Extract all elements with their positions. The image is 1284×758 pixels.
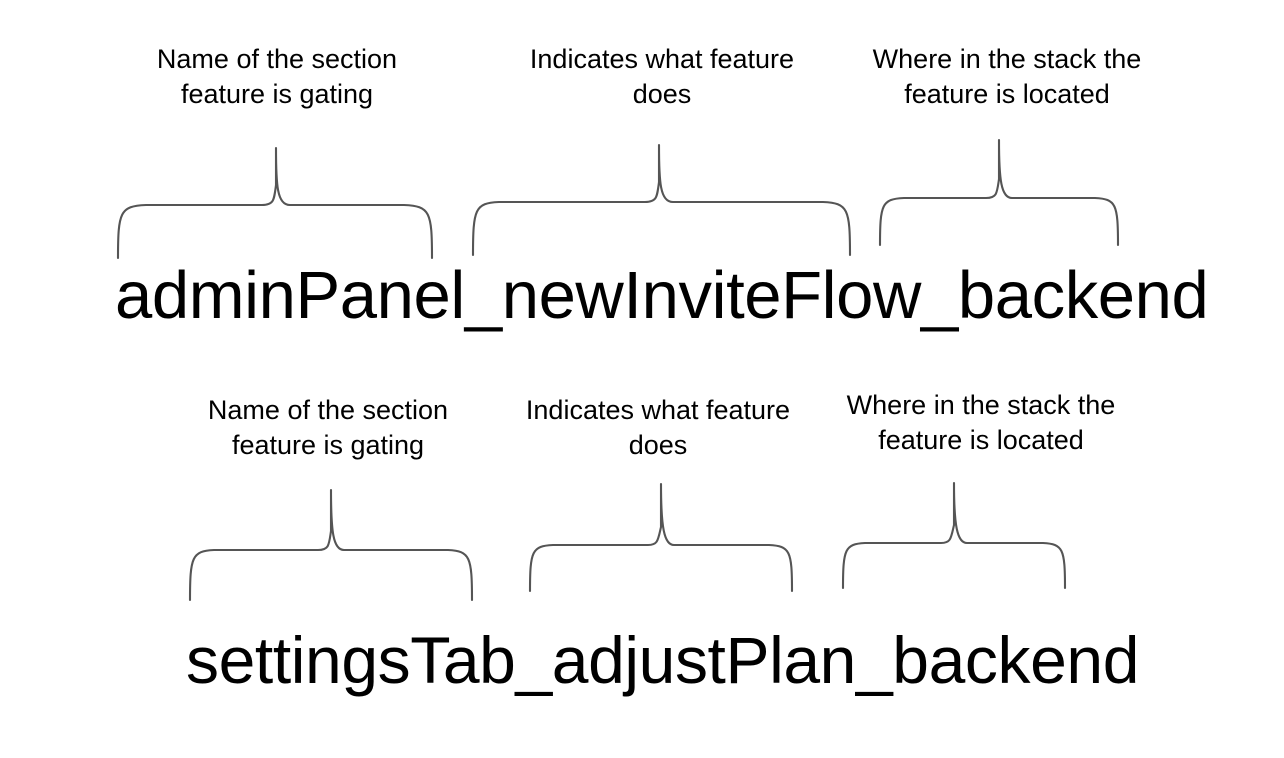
feature-flag-string-2: settingsTab_adjustPlan_backend xyxy=(186,623,1140,697)
segment-caption-feature-action: Indicates what feature does xyxy=(529,44,795,109)
curly-brace-row2-segment2 xyxy=(528,482,794,593)
curly-brace-row1-segment1 xyxy=(116,146,434,260)
curly-brace-row2-segment3 xyxy=(841,481,1067,590)
segment-caption-section-name: Name of the section feature is gating xyxy=(207,395,449,460)
segment-caption-stack-location: Where in the stack the feature is locate… xyxy=(846,390,1116,455)
segment-caption-section-name: Name of the section feature is gating xyxy=(156,44,398,109)
curly-brace-row1-segment2 xyxy=(471,143,852,257)
segment-caption-stack-location: Where in the stack the feature is locate… xyxy=(872,44,1142,109)
curly-brace-row1-segment3 xyxy=(878,138,1120,247)
segment-caption-feature-action: Indicates what feature does xyxy=(525,395,791,460)
feature-flag-string-1: adminPanel_newInviteFlow_backend xyxy=(115,258,1209,333)
curly-brace-row2-segment1 xyxy=(188,488,474,602)
